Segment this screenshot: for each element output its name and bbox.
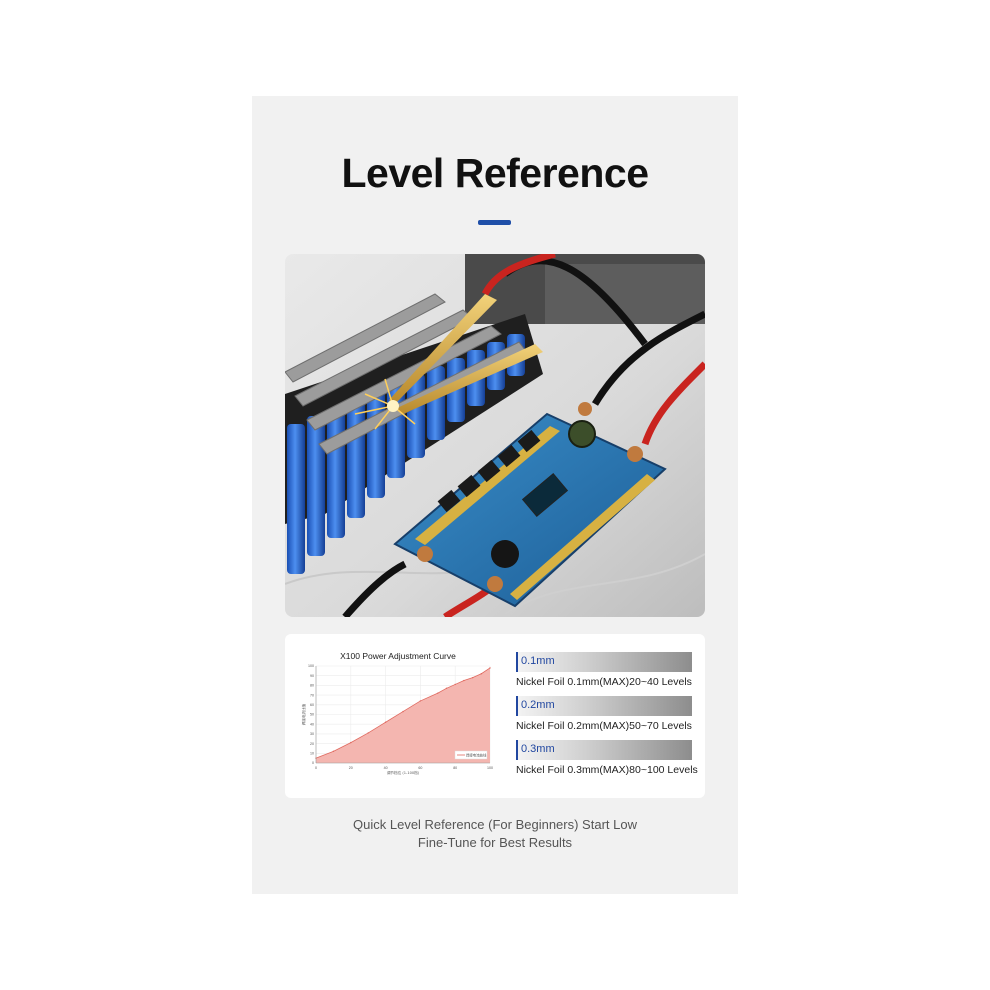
- series-line: [315, 667, 491, 759]
- thickness-label: 0.2mm: [521, 699, 555, 711]
- y-axis-label: 焊接电流比值: [301, 703, 306, 725]
- data-point: [332, 750, 335, 753]
- data-point: [471, 676, 474, 679]
- series-area: [316, 667, 490, 763]
- data-point: [437, 692, 439, 694]
- thickness-bar: 0.1mm: [516, 652, 692, 672]
- y-tick-label: 90: [310, 674, 314, 678]
- y-tick-label: 80: [310, 684, 314, 688]
- legend-label: 焊接电流曲线: [466, 752, 487, 757]
- thickness-bar: 0.3mm: [516, 740, 692, 760]
- y-tick-label: 100: [308, 664, 314, 668]
- data-point: [489, 667, 491, 669]
- y-tick-label: 70: [310, 693, 314, 697]
- page-title: Level Reference: [341, 150, 649, 196]
- x-axis-label: 调节档位 (1-100档): [387, 770, 420, 775]
- data-point: [463, 679, 465, 682]
- x-tick-label: 40: [384, 766, 388, 770]
- x-tick-label: 100: [487, 766, 493, 770]
- data-point: [445, 687, 448, 690]
- caption-line-2: Fine-Tune for Best Results: [417, 835, 573, 850]
- data-point: [367, 732, 369, 734]
- legend-box: [454, 750, 488, 760]
- data-point: [419, 700, 422, 702]
- thickness-bar-marker: [516, 696, 518, 716]
- reference-description: Nickel Foil 0.2mm(MAX)50~70 Levels: [516, 720, 692, 732]
- thickness-label: 0.1mm: [521, 655, 555, 667]
- data-point: [402, 710, 404, 713]
- y-tick-label: 0: [312, 761, 314, 765]
- x-tick-label: 80: [453, 766, 457, 770]
- data-point: [384, 721, 387, 723]
- x-tick-label: 60: [418, 766, 422, 770]
- reference-description: Nickel Foil 0.3mm(MAX)80~100 Levels: [516, 764, 698, 776]
- data-point: [350, 741, 352, 744]
- y-tick-label: 10: [310, 752, 314, 756]
- thickness-label: 0.3mm: [521, 743, 555, 755]
- chart-plot: 0 20 40 60 80 100 0 10 20 30 40 50 60 70 80 90 100 调节档位 (…: [301, 664, 493, 775]
- y-tick-label: 50: [310, 713, 314, 717]
- x-tick-label: 0: [315, 766, 317, 770]
- thickness-bar-marker: [516, 740, 518, 760]
- thickness-bar-marker: [516, 652, 518, 672]
- thickness-bar: 0.2mm: [516, 696, 692, 716]
- y-tick-label: 60: [310, 703, 314, 707]
- data-point: [480, 673, 482, 675]
- x-tick-label: 20: [349, 766, 353, 770]
- reference-item: 0.3mm Nickel Foil 0.3mm(MAX)80~100 Level…: [516, 740, 698, 776]
- spot-welder-illustration: [285, 254, 705, 617]
- reference-item: 0.2mm Nickel Foil 0.2mm(MAX)50~70 Levels: [516, 696, 692, 732]
- reference-item: 0.1mm Nickel Foil 0.1mm(MAX)20~40 Levels: [516, 652, 692, 688]
- y-tick-label: 30: [310, 732, 314, 736]
- chart-title: X100 Power Adjustment Curve: [340, 651, 456, 661]
- title-underline: [478, 220, 511, 225]
- caption-line-1: Quick Level Reference (For Beginners) St…: [353, 817, 637, 832]
- data-point: [454, 683, 456, 686]
- reference-description: Nickel Foil 0.1mm(MAX)20~40 Levels: [516, 676, 692, 688]
- y-tick-label: 20: [310, 742, 314, 746]
- product-photo: [285, 254, 705, 617]
- y-tick-label: 40: [310, 722, 314, 726]
